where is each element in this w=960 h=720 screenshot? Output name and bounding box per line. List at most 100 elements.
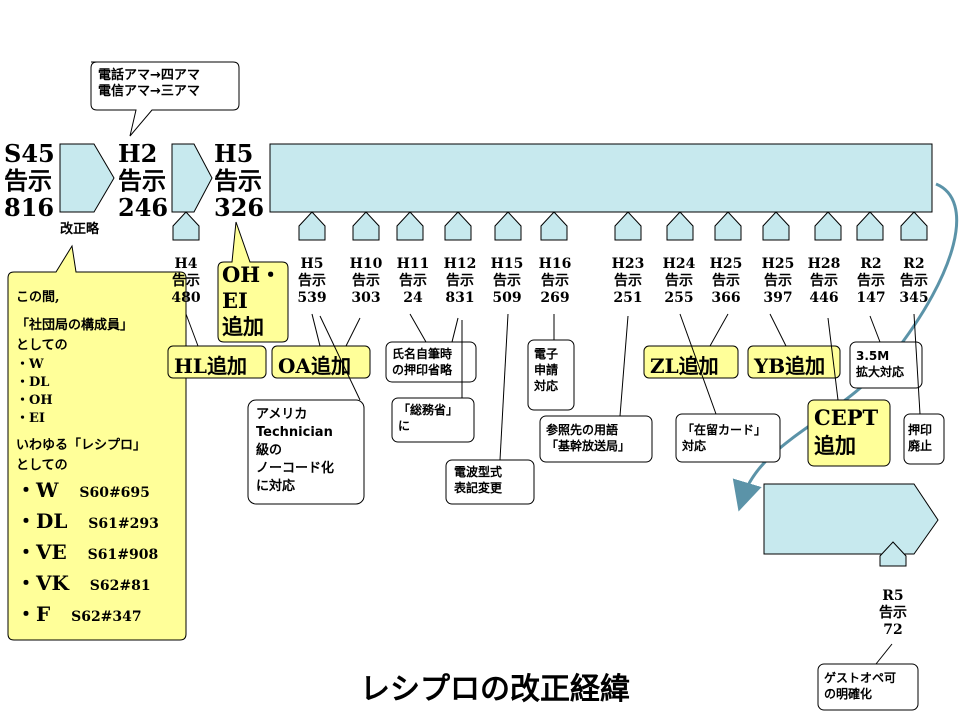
notch-arrow	[172, 211, 200, 241]
left-note-item: ・W	[16, 357, 44, 372]
notch-arrow	[814, 211, 842, 241]
addition-oh-ei: OH・ EI 追加	[222, 262, 282, 339]
notch-arrow	[298, 211, 326, 241]
left-note-line2: 「社団局の構成員」	[16, 318, 134, 333]
callout-ounin-box	[903, 413, 945, 465]
callout-guest-text: ゲストオペ可 の明確化	[824, 671, 897, 701]
callout-denshi-box	[527, 339, 575, 411]
callout-sansho-text: 参照先の用語 「基幹放送局」	[546, 423, 631, 453]
callout-35m-box	[849, 341, 923, 389]
callout-zairyu-box	[675, 413, 781, 463]
leader-yb	[769, 313, 787, 347]
leader-35m	[869, 315, 881, 343]
leader-denpa	[499, 313, 509, 461]
notch-arrow	[352, 211, 380, 241]
arrow-r5	[763, 483, 939, 555]
addition-cept: CEPT 追加	[814, 405, 879, 458]
callout-sansho-box	[539, 415, 653, 463]
notice-r5-72: R5 告示 72	[879, 588, 907, 638]
left-note: この間, 「社団局の構成員」 としての ・W ・DL ・OH ・EI いわゆる「…	[16, 288, 186, 631]
left-note-line1: この間,	[16, 290, 60, 305]
era-h5: H5 告示 326	[214, 139, 265, 222]
notice-h25-366: H25 告示 366	[709, 256, 743, 306]
notch-arrow	[856, 211, 884, 241]
notch-arrow	[396, 211, 424, 241]
left-note-big-item: ・VE S61#908	[16, 540, 159, 564]
notice-h5-539: H5 告示 539	[297, 256, 327, 306]
callout-hl-box	[167, 345, 267, 379]
notch-arrow	[714, 211, 742, 241]
leader-seal-omit2	[451, 317, 459, 343]
addition-oa: OA追加	[278, 354, 351, 378]
leader-oa	[311, 313, 321, 347]
notch-arrow	[666, 211, 694, 241]
arrow-s45-h2	[59, 143, 115, 213]
left-note-item: ・EI	[16, 411, 45, 426]
notch-r5	[879, 541, 907, 567]
callout-ounin-text: 押印 廃止	[908, 423, 933, 453]
notch-arrow	[540, 211, 568, 241]
callout-soumusho-text: 「総務省」 に	[398, 403, 459, 433]
notice-h24-255: H24 告示 255	[662, 256, 696, 306]
callout-yb-box	[747, 345, 841, 379]
notice-r2-345: R2 告示 345	[899, 256, 929, 306]
addition-zl: ZL追加	[650, 354, 719, 378]
leader-oa2	[345, 317, 361, 347]
left-note-big-item: ・W S60#695	[16, 478, 150, 502]
notice-h11-24: H11 告示 24	[396, 256, 430, 306]
notice-h4-480: H4 告示 480	[171, 256, 201, 306]
timeline-bar	[269, 143, 933, 213]
note-license-rename: 電話アマ→四アマ 電信アマ→三アマ	[98, 68, 200, 99]
notch-arrow	[900, 211, 928, 241]
left-note-line3: としての	[16, 338, 68, 353]
notice-h15-509: H15 告示 509	[490, 256, 524, 306]
callout-seal-omit-text: 氏名自筆時 の押印省略	[392, 347, 453, 377]
leader-cept	[827, 317, 839, 401]
callout-35m-text: 3.5M 拡大対応	[856, 349, 905, 379]
callout-soumusho-box	[391, 397, 475, 443]
left-note-line4: いわゆる「レシプロ」	[16, 438, 147, 453]
left-note-big-item: ・DL S61#293	[16, 509, 159, 533]
left-note-item: ・DL	[16, 375, 50, 390]
callout-oh-ei	[217, 221, 289, 343]
leader-ounin	[913, 313, 921, 415]
callout-guest-box	[817, 663, 919, 711]
left-note-big-item: ・F S62#347	[16, 602, 142, 626]
notice-r2-147: R2 告示 147	[856, 256, 886, 306]
notice-h25-397: H25 告示 397	[761, 256, 795, 306]
callout-american-box	[247, 399, 365, 505]
notice-h23-251: H23 告示 251	[611, 256, 645, 306]
era-h2: H2 告示 246	[118, 139, 169, 222]
notice-h10-303: H10 告示 303	[349, 256, 383, 306]
callout-denshi-text: 電子 申請 対応	[534, 347, 559, 393]
callout-denpa-text: 電波型式 表記変更	[454, 465, 503, 495]
notice-h12-831: H12 告示 831	[443, 256, 477, 306]
notice-h16-269: H16 告示 269	[538, 256, 572, 306]
page-title: レシプロの改正経緯	[360, 672, 630, 707]
callout-cept-box	[807, 399, 891, 467]
leader-hl	[185, 313, 199, 347]
callout-denpa-box	[445, 459, 535, 505]
leader-guest	[875, 643, 893, 665]
notch-arrow	[494, 211, 522, 241]
leader-zairyu	[679, 313, 717, 415]
note-kaiseiryaku: 改正略	[60, 222, 100, 237]
callout-zairyu-text: 「在留カード」 対応	[682, 423, 767, 453]
callout-license-rename	[90, 61, 240, 137]
left-note-big-item: ・VK S62#81	[16, 571, 151, 595]
addition-hl: HL追加	[174, 354, 247, 378]
leader-zl	[709, 313, 729, 347]
notch-arrow	[444, 211, 472, 241]
leader-sansho	[619, 315, 629, 417]
leader-american	[319, 315, 361, 401]
leader-seal-omit	[409, 313, 427, 343]
callout-american-text: アメリカ Technician 級の ノーコード化 に対応	[256, 407, 335, 494]
arrow-h2-h5	[171, 143, 213, 213]
left-note-item: ・OH	[16, 393, 53, 408]
notch-arrow	[762, 211, 790, 241]
era-s45: S45 告示 816	[4, 139, 55, 222]
callout-seal-omit-box	[385, 341, 477, 383]
left-note-box	[7, 244, 187, 641]
notice-h28-446: H28 告示 446	[807, 256, 841, 306]
